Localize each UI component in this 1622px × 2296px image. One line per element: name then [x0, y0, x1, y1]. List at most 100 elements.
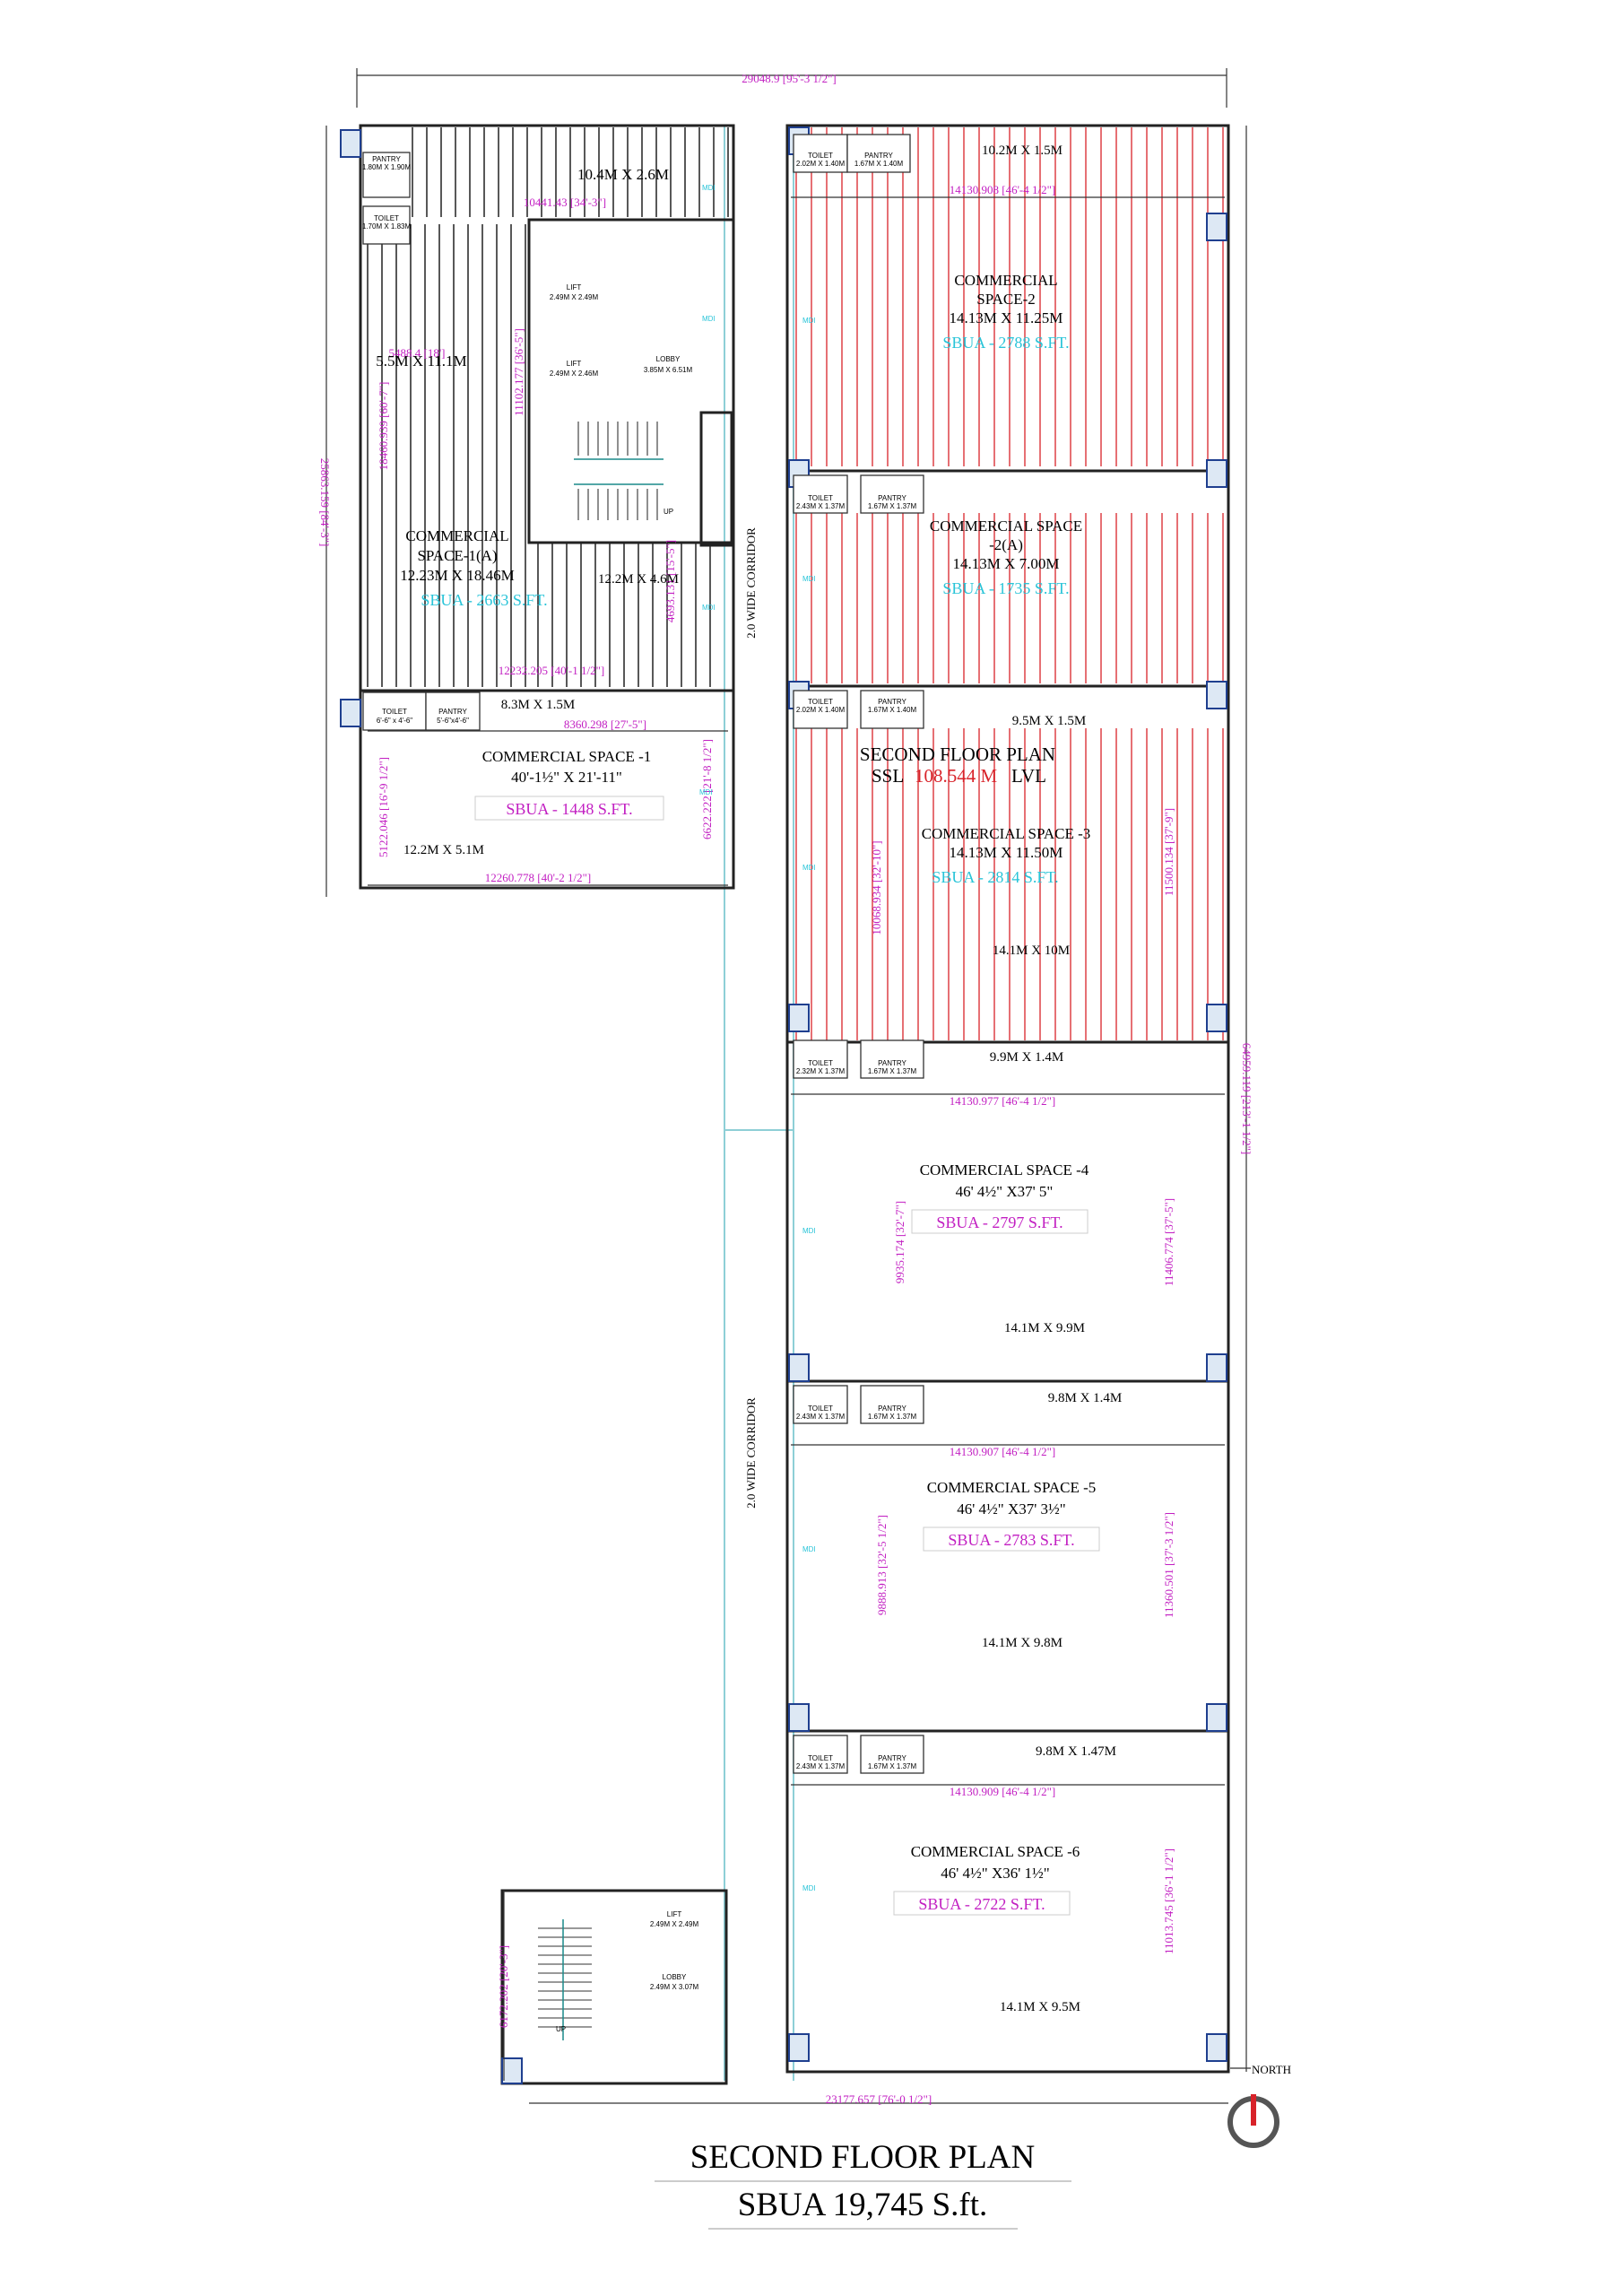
inset-ssl-prefix: SSL [872, 765, 904, 787]
dim-cs6-width: 14130.909 [46'-4 1/2"] [950, 1785, 1056, 1798]
dim-cs1a-height: 18460.939 [60'-7"] [377, 382, 390, 471]
mdi-tags: MDI MDI MDI MDI MDI MDI MDI MDI MDI MDI [699, 184, 816, 1892]
cs4-sbua: SBUA - 2797 S.FT. [936, 1213, 1063, 1231]
mdi-tag: MDI [802, 864, 816, 872]
toilet6-label: TOILET [808, 1059, 833, 1067]
staircase-main [574, 422, 664, 520]
dim-cs1-top: 8360.298 [27'-5"] [564, 718, 646, 731]
stair-up-label: UP [664, 508, 673, 516]
pantry3-label: PANTRY [864, 152, 893, 160]
pantry2-size: 5'-6"x4'-6" [437, 717, 469, 725]
cs1a-title: COMMERCIAL [405, 527, 508, 544]
mdi-tag: MDI [702, 184, 716, 192]
corridor-label-lower: 2.0 WIDE CORRIDOR [744, 1397, 758, 1509]
cs5-sbua: SBUA - 2783 S.FT. [948, 1531, 1074, 1549]
cs1a-side-label: 5.5M X 11.1M [376, 352, 466, 370]
pantry4-label: PANTRY [878, 494, 906, 502]
dim-cs5-right: 11360.501 [37'-3 1/2"] [1162, 1512, 1175, 1618]
toilet2-label: TOILET [382, 708, 407, 716]
cs2a-size: 14.13M X 7.00M [952, 555, 1059, 572]
dim-cs6-right: 11013.745 [36'-1 1/2"] [1162, 1848, 1175, 1954]
dim-cs1a-inner: 4693.131 [15'-5"] [664, 540, 677, 622]
cs3-strip-label: 9.5M X 1.5M [1012, 714, 1087, 728]
toilet6-size: 2.32M X 1.37M [796, 1067, 846, 1075]
cs3-room-label: 14.1M X 10M [993, 944, 1070, 958]
cs6-room-label: 14.1M X 9.5M [1000, 2000, 1080, 2014]
corridor-label-upper: 2.0 WIDE CORRIDOR [744, 527, 758, 639]
wet-areas [362, 134, 924, 1774]
lift3-label: LIFT [667, 1910, 682, 1918]
dim-cs4-left: 9935.174 [32'-7"] [893, 1201, 906, 1283]
mdi-tag: MDI [702, 604, 716, 612]
cs1a-sbua: SBUA - 2663 S.FT. [421, 591, 547, 609]
pantry7-size: 1.67M X 1.37M [868, 1413, 917, 1421]
toilet8-size: 2.43M X 1.37M [796, 1762, 846, 1770]
cs4-room-label: 14.1M X 9.9M [1004, 1321, 1085, 1335]
cs6-sbua: SBUA - 2722 S.FT. [918, 1895, 1045, 1913]
inset-plan-title: SECOND FLOOR PLAN [860, 744, 1055, 765]
cs3-title: COMMERCIAL SPACE -3 [922, 825, 1091, 842]
dim-cs1a-side: 5488.4 [18'] [388, 346, 445, 360]
mdi-tag: MDI [702, 315, 716, 323]
pantry1-size: 1.80M X 1.90M [362, 163, 412, 171]
pantry3-size: 1.67M X 1.40M [854, 160, 904, 168]
dim-overall-top: 29048.9 [95'-3 1/2"] [742, 72, 837, 85]
mdi-tag: MDI [699, 788, 713, 796]
dim-cs5-left: 9888.913 [32'-5 1/2"] [875, 1515, 889, 1615]
toilet5-size: 2.02M X 1.40M [796, 706, 846, 714]
mdi-tag: MDI [802, 1545, 816, 1553]
lift1-size: 2.49M X 2.49M [550, 293, 599, 301]
pantry5-size: 1.67M X 1.40M [868, 706, 917, 714]
cs4-strip-label: 9.9M X 1.4M [990, 1050, 1064, 1065]
cs2a-sbua: SBUA - 1735 S.FT. [942, 579, 1069, 597]
dim-cs1-bottom: 12260.778 [40'-2 1/2"] [485, 871, 592, 884]
cs3-sbua: SBUA - 2814 S.FT. [932, 868, 1058, 886]
cs6-strip-label: 9.8M X 1.47M [1036, 1744, 1116, 1759]
inset-ssl-value: 108.544 M [915, 765, 998, 787]
cs1-sbua: SBUA - 1448 S.FT. [506, 800, 632, 818]
cs5-size: 46' 4½" X37' 3½" [957, 1500, 1066, 1518]
dim-core-height: 11102.177 [36'-5"] [512, 328, 525, 416]
cs1a-inner-label: 12.2M X 4.6M [598, 572, 679, 587]
dim-cs5-width: 14130.907 [46'-4 1/2"] [950, 1445, 1056, 1458]
cs2a-subtitle: -2(A) [989, 536, 1023, 553]
dim-cs1-left: 5122.046 [16'-9 1/2"] [377, 757, 390, 857]
dim-cs4-width: 14130.977 [46'-4 1/2"] [950, 1094, 1056, 1108]
cs2-title: COMMERCIAL [954, 272, 1057, 289]
stair2-up-label: UP [556, 2025, 566, 2033]
dim-cs4-right: 11406.774 [37'-5"] [1162, 1198, 1175, 1286]
cs1-size: 40'-1½" X 21'-11" [511, 769, 622, 786]
staircase-rear [538, 1919, 592, 2040]
dim-cs1a-bottom: 12232.205 [40'-1 1/2"] [499, 664, 605, 677]
cs2-sbua: SBUA - 2788 S.FT. [942, 334, 1069, 352]
cs1-room-label: 12.2M X 5.1M [403, 843, 484, 857]
pantry8-label: PANTRY [878, 1754, 906, 1762]
north-label: NORTH [1252, 2063, 1291, 2076]
cs2-size: 14.13M X 11.25M [950, 309, 1063, 326]
toilet3-label: TOILET [808, 152, 833, 160]
plan-title: SECOND FLOOR PLAN [690, 2139, 1035, 2176]
mdi-tag: MDI [802, 1884, 816, 1892]
cs2-subtitle: SPACE-2 [976, 291, 1036, 308]
lobby-size: 3.85M X 6.51M [644, 366, 693, 374]
cs1a-subtitle: SPACE-1(A) [417, 547, 497, 564]
cs1a-strip-label: 10.4M X 2.6M [577, 166, 669, 183]
dim-overall-bottom: 23177.657 [76'-0 1/2"] [826, 2092, 932, 2106]
toilet7-label: TOILET [808, 1405, 833, 1413]
dim-cs1-right: 6622.222 [21'-8 1/2"] [700, 739, 714, 839]
toilet3-size: 2.02M X 1.40M [796, 160, 846, 168]
toilet4-size: 2.43M X 1.37M [796, 502, 846, 510]
toilet4-label: TOILET [808, 494, 833, 502]
pantry6-size: 1.67M X 1.37M [868, 1067, 917, 1075]
cs5-title: COMMERCIAL SPACE -5 [927, 1479, 1097, 1496]
cs2a-title: COMMERCIAL SPACE [930, 517, 1082, 535]
mdi-tag: MDI [802, 575, 816, 583]
pantry6-label: PANTRY [878, 1059, 906, 1067]
red-hatch-cs2-cs3 [795, 127, 1224, 1040]
lift2-label: LIFT [567, 360, 582, 368]
toilet1-size: 1.70M X 1.83M [362, 222, 412, 230]
toilet2-size: 6'-6" x 4'-6" [377, 717, 412, 725]
dim-cs2-width: 14130.908 [46'-4 1/2"] [950, 183, 1056, 196]
north-arrow: NORTH [1227, 2063, 1291, 2148]
